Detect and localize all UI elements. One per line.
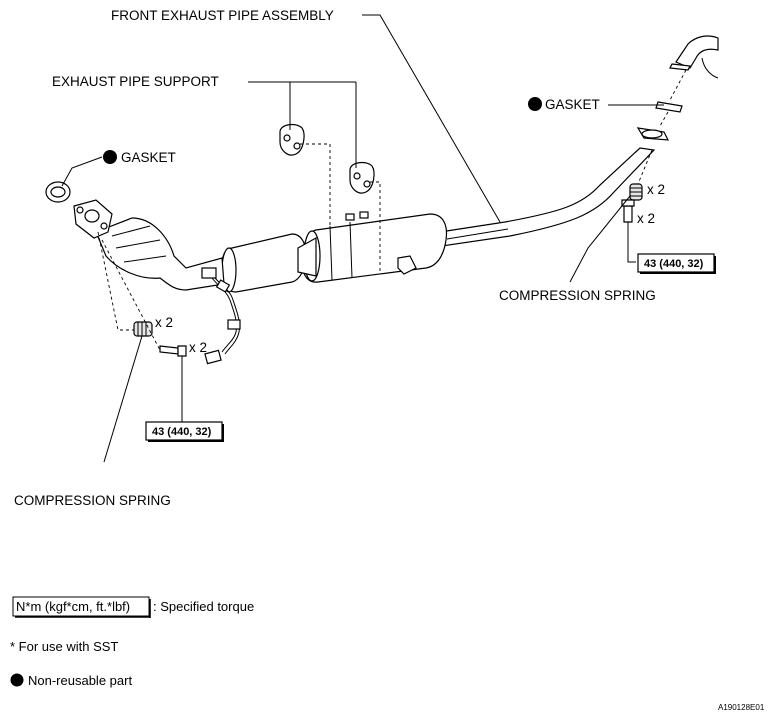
label-exhaust-pipe-support: EXHAUST PIPE SUPPORT xyxy=(52,74,219,89)
label-gasket-left: GASKET xyxy=(121,150,176,165)
legend: N*m (kgf*cm, ft.*lbf) : Specified torque… xyxy=(10,596,254,688)
gasket-left-ring xyxy=(45,181,71,203)
non-reusable-marker-left xyxy=(103,150,117,164)
label-compression-spring-left: COMPRESSION SPRING xyxy=(14,493,171,508)
torque-box-left: 43 (440, 32) xyxy=(145,421,224,442)
torque-value-left: 43 (440, 32) xyxy=(152,426,212,438)
compression-spring-left-part xyxy=(133,321,153,337)
label-qty-spring-left: x 2 xyxy=(155,315,173,330)
exhaust-pipe-support-lower xyxy=(349,161,375,194)
label-qty-spring-right: x 2 xyxy=(647,182,665,197)
label-compression-spring-right: COMPRESSION SPRING xyxy=(499,288,656,303)
gasket-right-plate xyxy=(655,101,683,113)
compression-spring-right-part xyxy=(629,183,643,201)
legend-non-reusable-marker xyxy=(10,673,24,687)
label-qty-bolt-left: x 2 xyxy=(189,340,207,355)
exhaust-pipe-support-upper xyxy=(279,123,305,156)
leader-lines xyxy=(61,14,664,463)
oxygen-sensor-harness xyxy=(204,277,241,365)
non-reusable-marker-right xyxy=(528,97,542,111)
torque-box-right: 43 (440, 32) xyxy=(637,253,716,274)
front-exhaust-pipe xyxy=(73,127,670,293)
upstream-pipe xyxy=(669,35,719,79)
label-qty-bolt-right: x 2 xyxy=(637,211,655,226)
legend-torque-desc: : Specified torque xyxy=(153,599,254,614)
legend-non-reusable: Non-reusable part xyxy=(28,673,132,688)
label-gasket-right: GASKET xyxy=(545,97,600,112)
torque-value-right: 43 (440, 32) xyxy=(644,258,704,270)
figure-code: A190128E01 xyxy=(718,703,765,712)
bolt-left xyxy=(159,345,187,357)
legend-torque-unit: N*m (kgf*cm, ft.*lbf) xyxy=(16,599,130,614)
legend-sst-note: * For use with SST xyxy=(10,639,118,654)
label-front-exhaust-pipe-assembly: FRONT EXHAUST PIPE ASSEMBLY xyxy=(111,8,334,23)
